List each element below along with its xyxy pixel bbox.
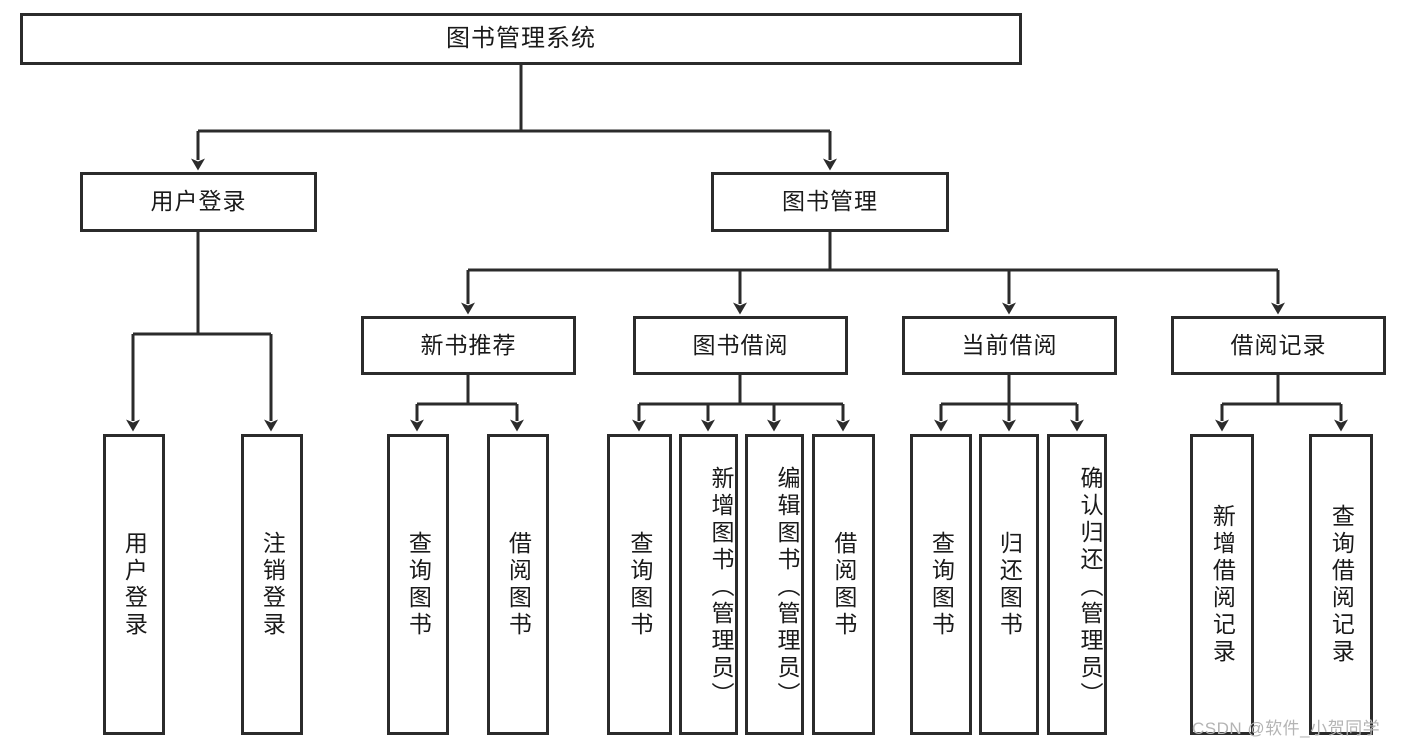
node-book-management[interactable]: 图书管理 xyxy=(711,172,949,232)
csdn-watermark: CSDN @软件_小贺同学 xyxy=(1192,719,1381,738)
leaf-query-borrow-record-label: 查询借阅记录 xyxy=(1328,503,1355,666)
leaf-query-book-borrow-label: 查询图书 xyxy=(626,530,653,639)
leaf-borrow-book-borrow[interactable]: 借阅图书 xyxy=(812,434,875,735)
leaf-return-book-label: 归还图书 xyxy=(996,530,1023,639)
leaf-borrow-book-recommend[interactable]: 借阅图书 xyxy=(487,434,549,735)
leaf-query-borrow-record[interactable]: 查询借阅记录 xyxy=(1309,434,1373,735)
leaf-return-book[interactable]: 归还图书 xyxy=(979,434,1039,735)
leaf-add-book-admin-label: 新增图书（管理员） xyxy=(708,466,734,709)
leaf-edit-book-admin-label: 编辑图书（管理员） xyxy=(774,466,800,709)
node-current-borrow[interactable]: 当前借阅 xyxy=(902,316,1117,375)
node-user-login[interactable]: 用户登录 xyxy=(80,172,317,232)
node-borrow-record[interactable]: 借阅记录 xyxy=(1171,316,1386,375)
leaf-query-book-recommend[interactable]: 查询图书 xyxy=(387,434,449,735)
leaf-edit-book-admin[interactable]: 编辑图书（管理员） xyxy=(745,434,804,735)
leaf-add-book-admin[interactable]: 新增图书（管理员） xyxy=(679,434,738,735)
leaf-query-book-borrow[interactable]: 查询图书 xyxy=(607,434,672,735)
leaf-user-login[interactable]: 用户登录 xyxy=(103,434,165,735)
leaf-confirm-return-admin[interactable]: 确认归还（管理员） xyxy=(1047,434,1107,735)
leaf-add-borrow-record[interactable]: 新增借阅记录 xyxy=(1190,434,1254,735)
node-root-book-management-system[interactable]: 图书管理系统 xyxy=(20,13,1022,65)
leaf-query-book-current-label: 查询图书 xyxy=(928,530,955,639)
leaf-confirm-return-admin-label: 确认归还（管理员） xyxy=(1077,466,1103,709)
leaf-user-logout[interactable]: 注销登录 xyxy=(241,434,303,735)
leaf-user-logout-label: 注销登录 xyxy=(259,530,286,639)
leaf-add-borrow-record-label: 新增借阅记录 xyxy=(1209,503,1236,666)
leaf-query-book-current[interactable]: 查询图书 xyxy=(910,434,972,735)
leaf-query-book-recommend-label: 查询图书 xyxy=(405,530,432,639)
leaf-borrow-book-borrow-label: 借阅图书 xyxy=(830,530,857,639)
node-new-book-recommend[interactable]: 新书推荐 xyxy=(361,316,576,375)
node-book-borrow[interactable]: 图书借阅 xyxy=(633,316,848,375)
leaf-borrow-book-recommend-label: 借阅图书 xyxy=(505,530,532,639)
leaf-user-login-label: 用户登录 xyxy=(121,530,148,639)
